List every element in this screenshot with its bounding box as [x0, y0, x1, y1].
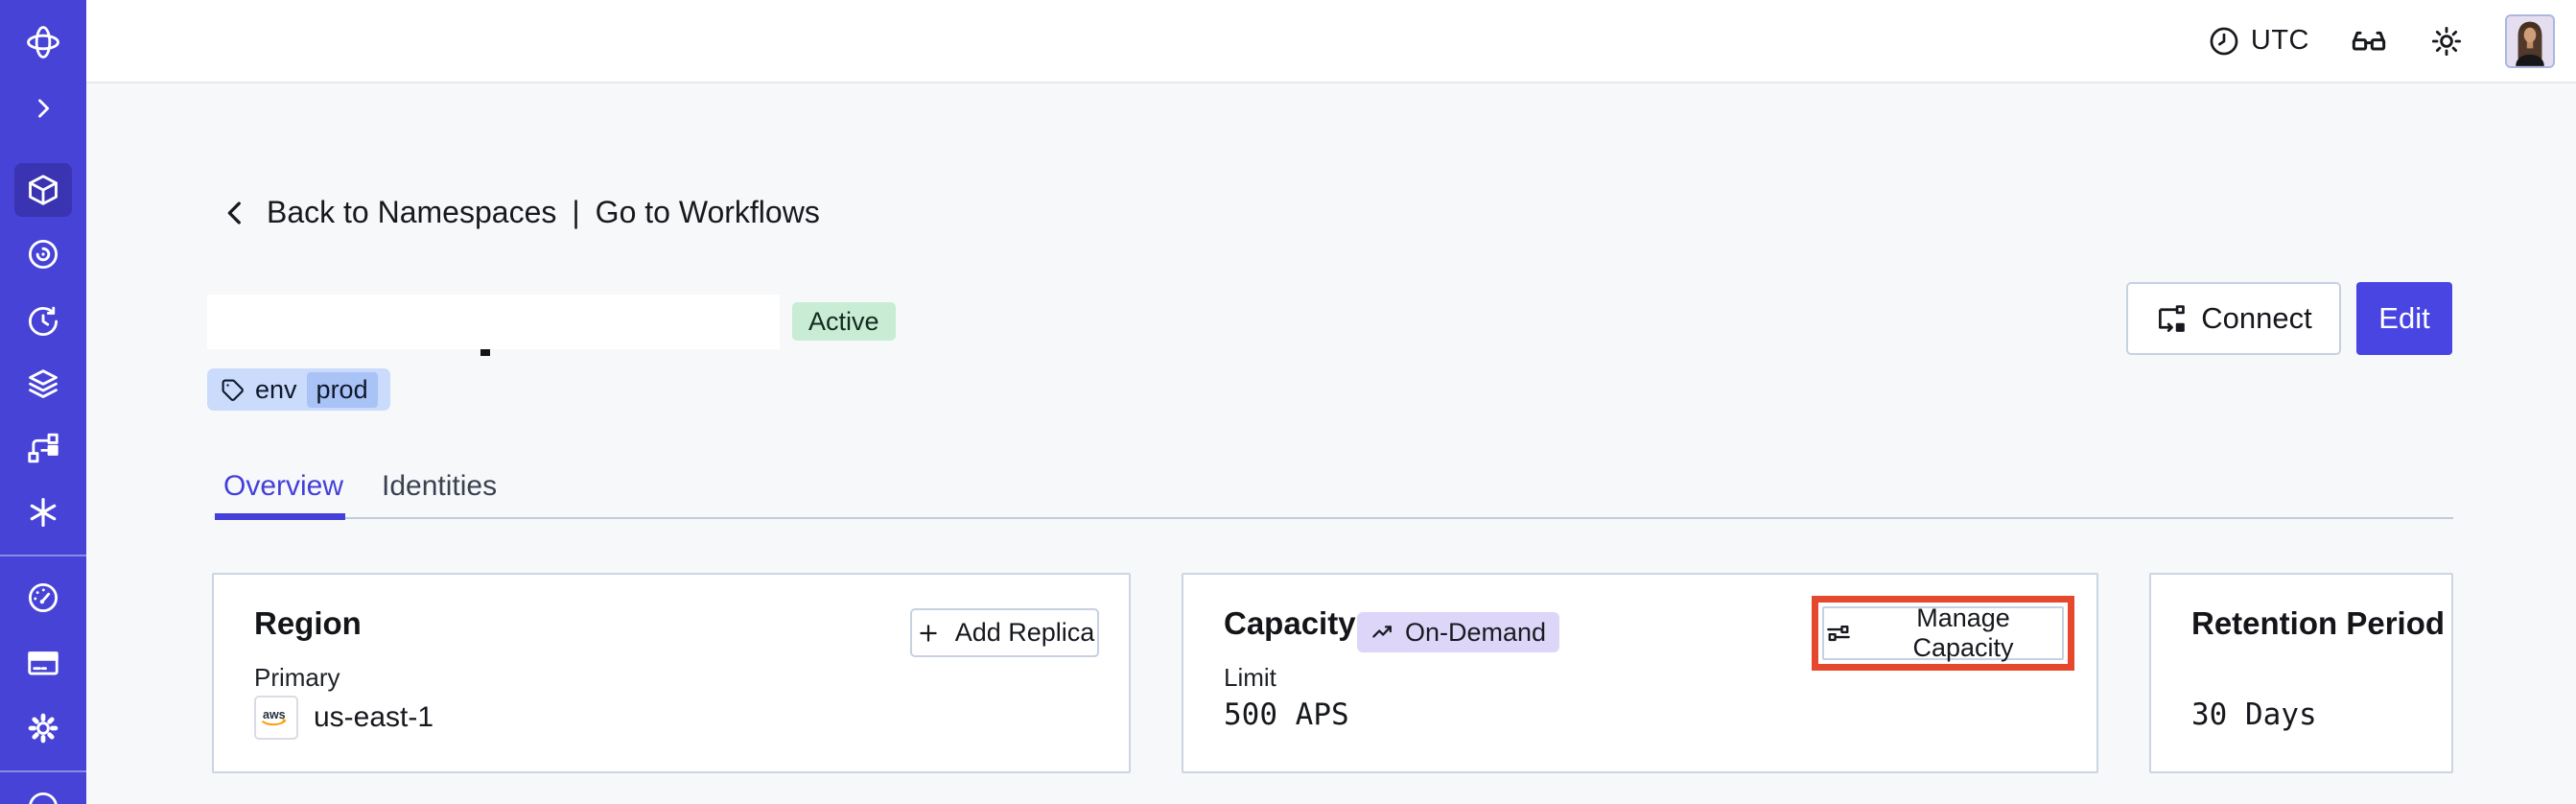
- gear-icon: [25, 710, 61, 746]
- active-tab-indicator: [215, 513, 345, 520]
- namespace-name-redacted: [207, 295, 780, 349]
- breadcrumb-workflows-link[interactable]: Go to Workflows: [595, 195, 820, 229]
- gauge-icon: [25, 579, 61, 616]
- retention-card-title: Retention Period: [2191, 605, 2446, 641]
- sidebar-item-history[interactable]: [0, 303, 86, 340]
- sidebar-item-settings[interactable]: [0, 710, 86, 746]
- add-replica-button[interactable]: Add Replica: [910, 608, 1099, 657]
- on-demand-label: On-Demand: [1405, 617, 1547, 647]
- connect-icon: [2155, 302, 2188, 335]
- chevron-left-icon[interactable]: [219, 197, 251, 229]
- edit-button[interactable]: Edit: [2356, 282, 2452, 355]
- glasses-icon[interactable]: [2350, 22, 2388, 60]
- annotation-highlight-box: Manage Capacity: [1812, 596, 2074, 671]
- env-tag: env prod: [207, 368, 390, 411]
- trending-up-icon: [1370, 620, 1396, 646]
- sidebar-item-billing[interactable]: [0, 645, 86, 681]
- layers-icon: [25, 366, 61, 402]
- timezone-label: UTC: [2250, 25, 2309, 56]
- add-replica-label: Add Replica: [954, 618, 1095, 647]
- billing-card-icon: [25, 645, 61, 681]
- edit-button-label: Edit: [2378, 301, 2430, 335]
- temporal-logo-icon: [24, 23, 62, 61]
- sidebar-item-logo[interactable]: [0, 21, 86, 63]
- branch-icon: [25, 430, 61, 466]
- sidebar-item-stacks[interactable]: [0, 366, 86, 402]
- tag-icon: [220, 377, 246, 403]
- capacity-card-title: Capacity: [1224, 605, 1356, 641]
- swirl-eye-icon: [25, 236, 61, 272]
- tag-value: prod: [306, 371, 378, 408]
- manage-capacity-button[interactable]: Manage Capacity: [1822, 603, 2064, 662]
- limit-label: Limit: [1224, 663, 1276, 692]
- limit-value: 500 APS: [1224, 698, 1349, 732]
- cube-icon: [25, 172, 61, 208]
- retention-value: 30 Days: [2191, 698, 2317, 732]
- breadcrumb-back-link[interactable]: Back to Namespaces: [267, 195, 557, 229]
- plus-icon: [915, 620, 942, 647]
- capacity-card: Capacity On-Demand Manage Capacity: [1182, 573, 2098, 773]
- circle-icon-partial: [25, 789, 61, 804]
- connect-button-label: Connect: [2201, 301, 2312, 335]
- sliders-icon: [1824, 619, 1853, 648]
- sidebar-item-support[interactable]: [0, 789, 86, 804]
- status-badge: Active: [792, 302, 896, 341]
- sidebar-item-nexus[interactable]: [0, 494, 86, 531]
- sidebar: [0, 0, 86, 804]
- breadcrumb: Back to Namespaces | Go to Workflows: [219, 195, 820, 230]
- tag-key: env: [255, 374, 297, 404]
- clock-history-icon: [25, 303, 61, 340]
- primary-region-row: aws us-east-1: [254, 696, 433, 740]
- tab-bar-border: [215, 517, 2453, 519]
- tab-identities[interactable]: Identities: [382, 470, 498, 502]
- region-card: Region Add Replica Primary aws us-east-1: [212, 573, 1131, 773]
- sidebar-divider-bottom: [0, 770, 86, 772]
- tab-overview[interactable]: Overview: [223, 470, 344, 502]
- chevron-right-icon: [30, 95, 57, 122]
- connect-button[interactable]: Connect: [2126, 282, 2341, 355]
- clock-icon: [2207, 24, 2241, 59]
- primary-label: Primary: [254, 663, 340, 692]
- aws-logo: aws: [254, 696, 298, 740]
- sidebar-item-deployments[interactable]: [0, 430, 86, 466]
- sun-icon[interactable]: [2428, 23, 2465, 59]
- retention-card: Retention Period 30 Days: [2149, 573, 2453, 773]
- region-value: us-east-1: [314, 701, 434, 733]
- breadcrumb-separator: |: [572, 195, 580, 229]
- region-card-title: Region: [254, 605, 362, 641]
- sidebar-divider-top: [0, 555, 86, 556]
- sidebar-item-observe[interactable]: [0, 236, 86, 272]
- topbar: UTC: [86, 0, 2576, 83]
- manage-capacity-label: Manage Capacity: [1912, 603, 2014, 662]
- sidebar-item-namespaces[interactable]: [14, 163, 72, 217]
- sidebar-item-usage[interactable]: [0, 579, 86, 616]
- on-demand-badge: On-Demand: [1357, 612, 1560, 652]
- svg-text:aws: aws: [263, 708, 286, 721]
- redacted-name-artifact: [480, 349, 490, 356]
- asterisk-icon: [25, 494, 61, 531]
- avatar[interactable]: [2505, 13, 2555, 68]
- timezone-selector[interactable]: UTC: [2207, 24, 2309, 59]
- sidebar-item-expand[interactable]: [0, 92, 86, 125]
